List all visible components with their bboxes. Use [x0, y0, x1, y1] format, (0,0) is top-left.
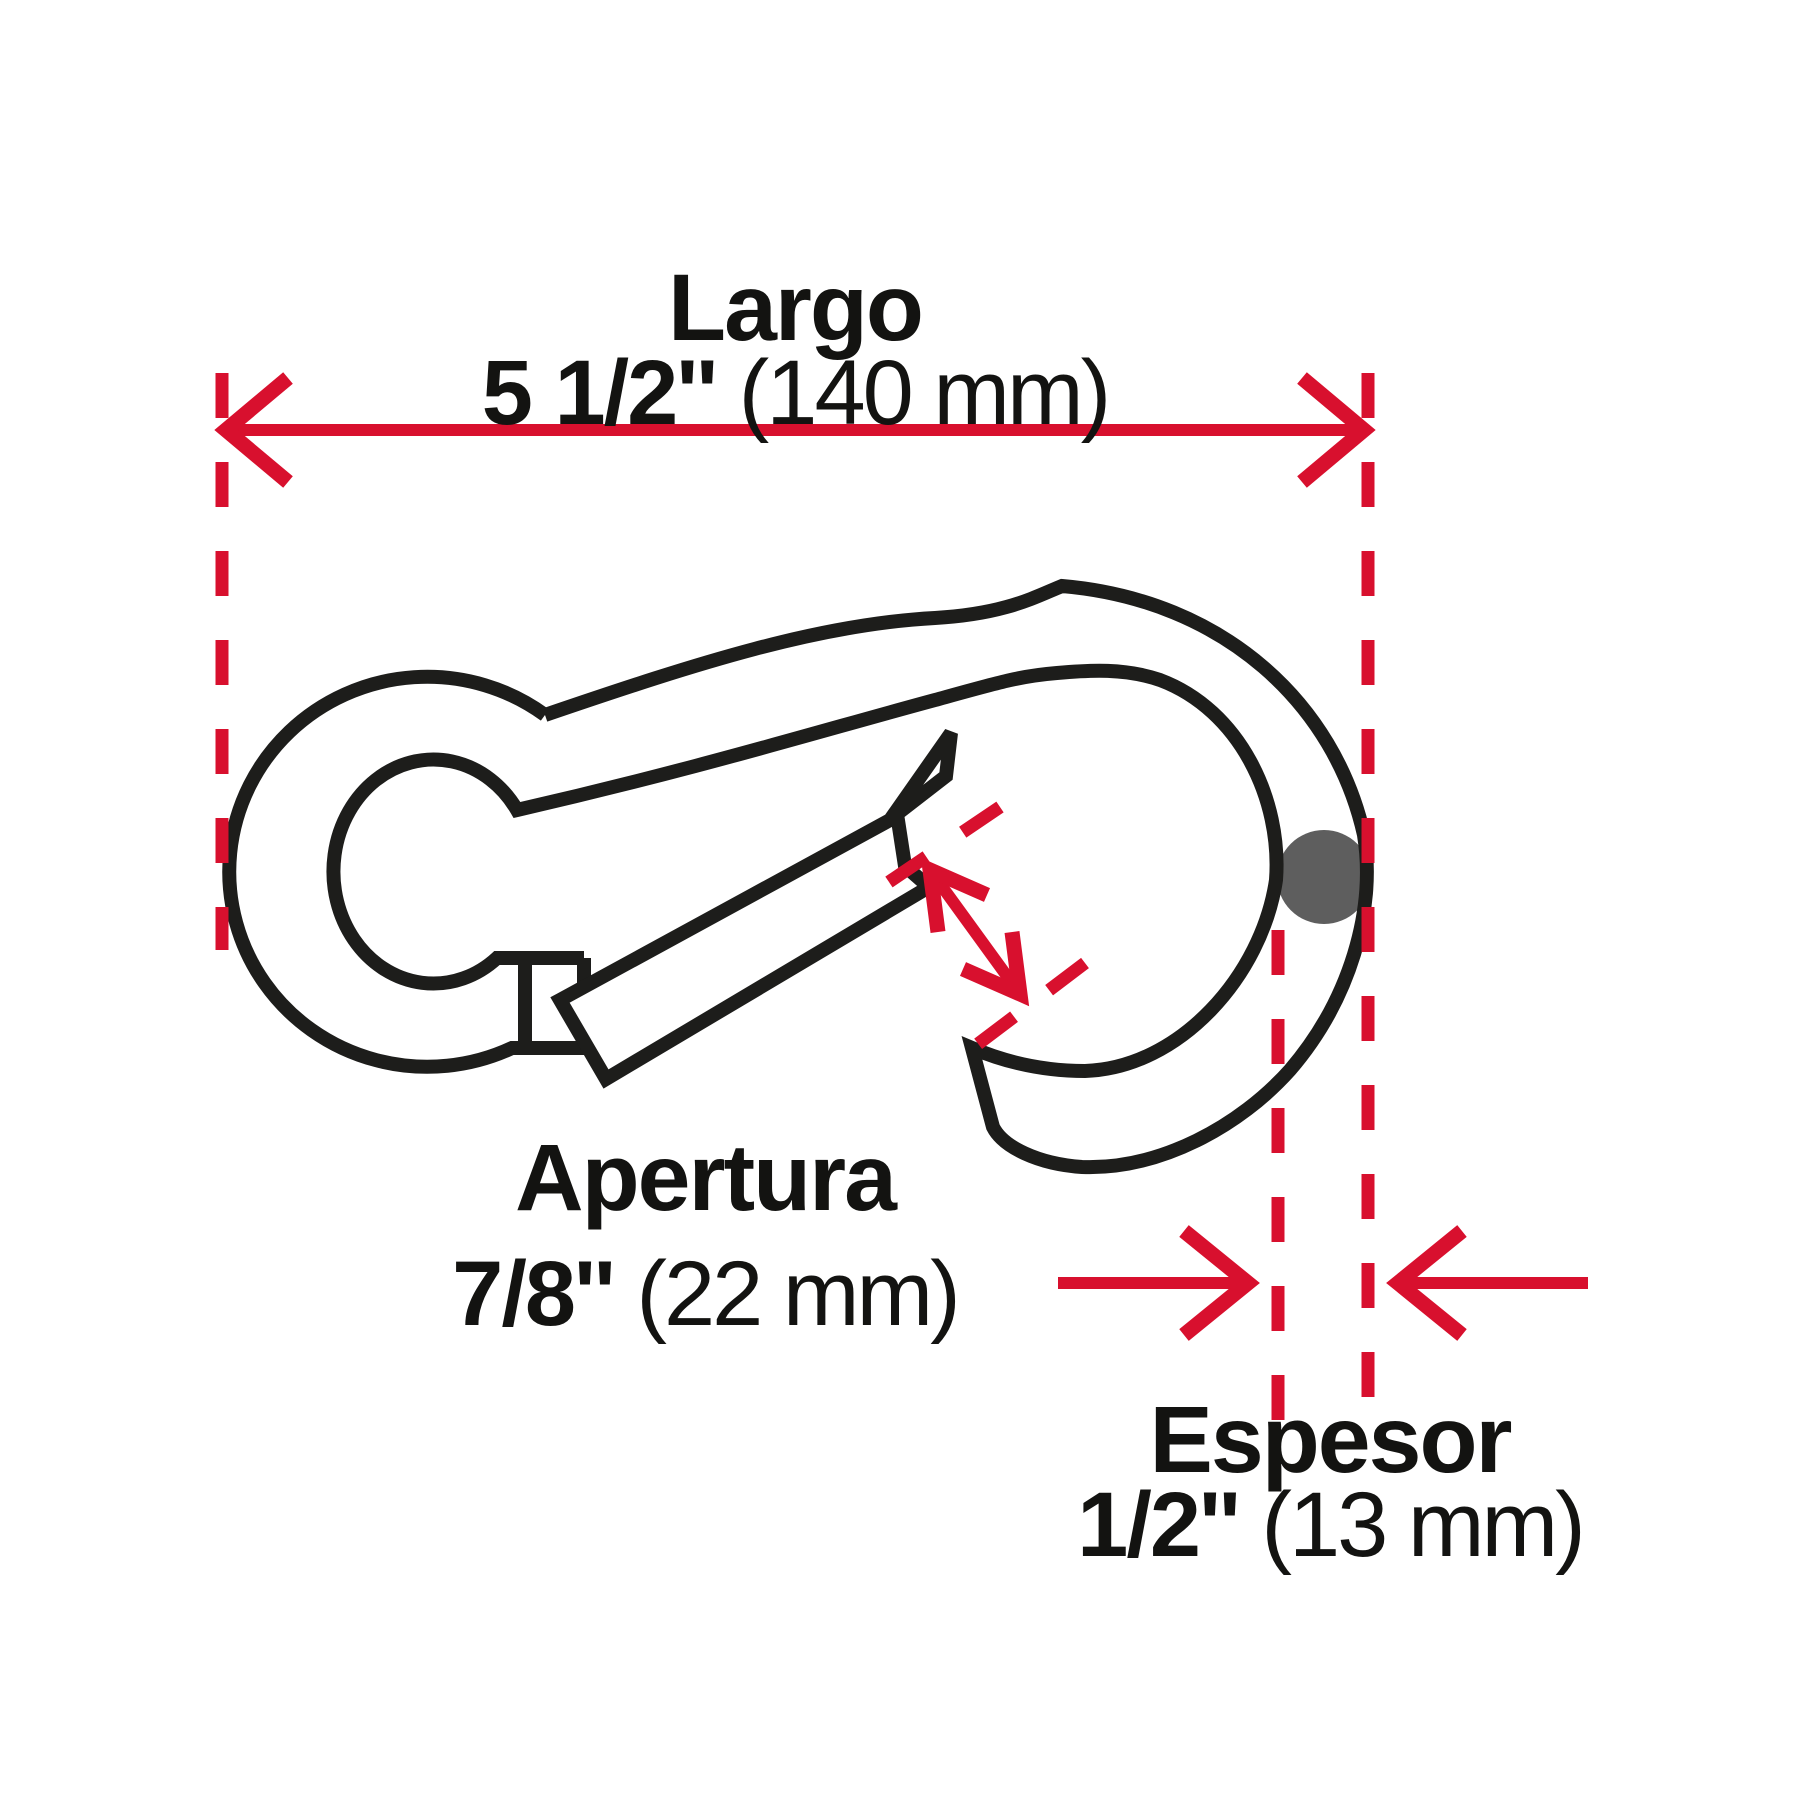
apertura-arrowhead-top-icon — [920, 857, 991, 933]
eye-outer-arc — [222, 669, 584, 1074]
espesor-arrows — [1058, 1225, 1588, 1341]
dimension-graphics — [214, 372, 1588, 1435]
largo-value: 5 1/2'' (140 mm) — [482, 342, 1109, 444]
snap-gate-lever — [550, 728, 958, 1089]
apertura-arrow-shaft — [933, 877, 1017, 987]
largo-arrowhead-left-icon — [214, 372, 293, 488]
apertura-arrow — [920, 857, 1030, 1007]
largo-arrow — [214, 372, 1376, 488]
carabiner-body-path — [326, 578, 1374, 1175]
extension-lines — [215, 373, 1375, 1435]
largo-label: Largo — [668, 255, 922, 361]
wire-cross-section-dot — [1277, 830, 1371, 924]
apertura-arrowhead-bottom-icon — [959, 931, 1030, 1007]
dimension-labels: Largo 5 1/2'' (140 mm) Apertura 7/8'' (2… — [452, 255, 1586, 1576]
espesor-label: Espesor — [1150, 1387, 1512, 1493]
espesor-value: 1/2'' (13 mm) — [1077, 1474, 1583, 1576]
espesor-arrowhead-left-icon — [1179, 1225, 1260, 1341]
carabiner-outline — [222, 578, 1374, 1175]
apertura-extension-line-bottom — [966, 957, 1089, 1056]
espesor-arrowhead-right-icon — [1386, 1225, 1467, 1341]
apertura-value: 7/8'' (22 mm) — [452, 1243, 958, 1345]
apertura-extension-line-top — [876, 801, 1004, 894]
largo-arrowhead-right-icon — [1297, 372, 1376, 488]
apertura-label: Apertura — [515, 1125, 898, 1231]
